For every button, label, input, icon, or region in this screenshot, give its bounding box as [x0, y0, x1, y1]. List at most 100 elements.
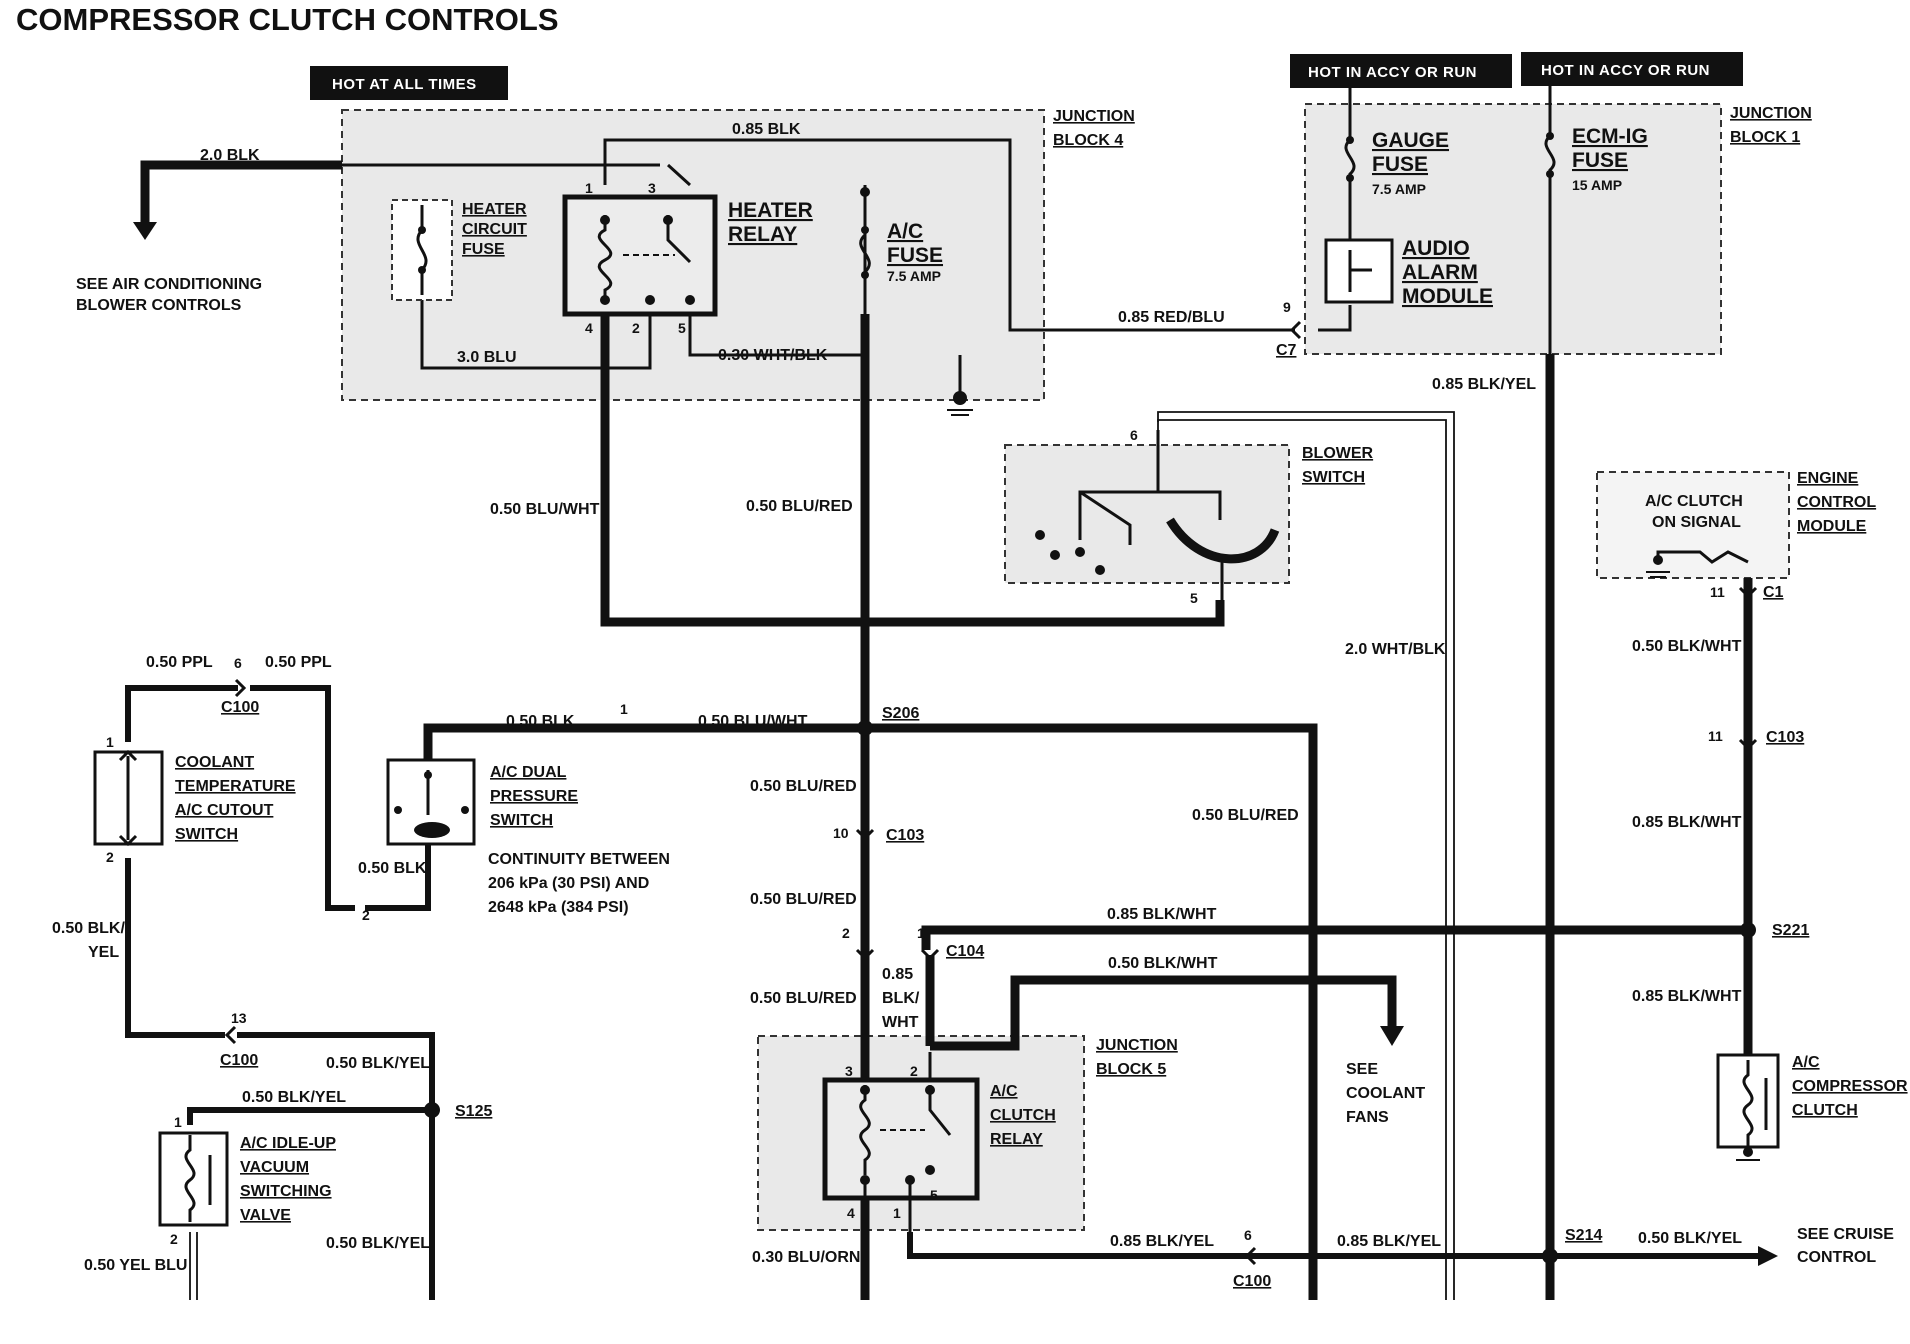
svg-text:1: 1	[174, 1114, 182, 1130]
svg-text:SWITCH: SWITCH	[490, 812, 553, 829]
see-cruise-note: SEE CRUISE CONTROL	[1797, 1226, 1894, 1266]
audio-alarm-module-label: AUDIO ALARM MODULE	[1402, 237, 1493, 308]
ac-fuse	[859, 187, 871, 279]
svg-text:C7: C7	[1276, 342, 1297, 359]
wire-label: 0.50 BLK/WHT	[1632, 638, 1742, 655]
svg-text:HOT IN ACCY OR RUN: HOT IN ACCY OR RUN	[1541, 62, 1710, 79]
see-coolant-fans-note: SEE COOLANT FANS	[1346, 1061, 1425, 1126]
splice-s221: S221	[1740, 922, 1809, 939]
svg-text:1: 1	[106, 734, 114, 750]
wire-label: 0.50 BLK/YEL	[242, 1089, 346, 1106]
wire-label: 0.50 BLU/WHT	[698, 713, 808, 730]
heater-circuit-fuse	[391, 199, 453, 301]
svg-text:SWITCH: SWITCH	[175, 826, 238, 843]
wire-label: 0.85 BLK	[732, 121, 801, 138]
wire-label: 0.85 BLK/WHT	[1632, 814, 1742, 831]
svg-text:206 kPa (30 PSI) AND: 206 kPa (30 PSI) AND	[488, 875, 649, 892]
svg-text:ECM-IG: ECM-IG	[1572, 125, 1648, 148]
wire-label: 0.50 BLU/RED	[750, 778, 857, 795]
svg-text:CONTROL: CONTROL	[1797, 494, 1876, 511]
svg-text:ENGINE: ENGINE	[1797, 470, 1859, 487]
ac-compressor-clutch	[1716, 1053, 1780, 1161]
svg-text:2: 2	[910, 1063, 918, 1079]
svg-text:2: 2	[170, 1231, 178, 1247]
wire-label: 0.85 BLK/YEL	[1110, 1233, 1214, 1250]
svg-text:1: 1	[893, 1205, 901, 1221]
svg-text:1: 1	[585, 180, 593, 196]
svg-text:HOT IN ACCY OR RUN: HOT IN ACCY OR RUN	[1308, 64, 1477, 81]
blower-switch-area	[1004, 444, 1290, 584]
svg-text:BLOWER CONTROLS: BLOWER CONTROLS	[76, 297, 242, 314]
wire-label: 0.85 BLK/YEL	[1337, 1233, 1441, 1250]
ac-dual-pressure-switch: 1 2	[362, 701, 628, 923]
svg-text:A/C IDLE-UP: A/C IDLE-UP	[240, 1135, 336, 1152]
wire-label: 0.85 RED/BLU	[1118, 309, 1225, 326]
ecm-ig-fuse-label: ECM-IG FUSE 15 AMP	[1572, 125, 1648, 193]
svg-text:JUNCTION: JUNCTION	[1730, 105, 1812, 122]
svg-text:C1: C1	[1763, 584, 1784, 601]
svg-text:AUDIO: AUDIO	[1402, 237, 1470, 260]
ecm-area	[1596, 471, 1790, 579]
svg-text:C100: C100	[221, 699, 259, 716]
svg-text:C100: C100	[220, 1052, 258, 1069]
svg-text:JUNCTION: JUNCTION	[1096, 1037, 1178, 1054]
svg-text:CLUTCH: CLUTCH	[990, 1107, 1056, 1124]
svg-text:CONTINUITY BETWEEN: CONTINUITY BETWEEN	[488, 851, 670, 868]
junction-block-1-label: JUNCTION BLOCK 1	[1730, 105, 1812, 146]
audio-alarm-module	[1324, 238, 1394, 304]
svg-text:CLUTCH: CLUTCH	[1792, 1102, 1858, 1119]
svg-text:FANS: FANS	[1346, 1109, 1389, 1126]
svg-text:C103: C103	[1766, 729, 1804, 746]
svg-text:WHT: WHT	[882, 1014, 919, 1031]
svg-text:BLK/: BLK/	[882, 990, 920, 1007]
svg-text:S206: S206	[882, 705, 919, 722]
svg-text:FUSE: FUSE	[887, 244, 943, 267]
connector-c103-right: 11 C103	[1708, 728, 1804, 751]
svg-text:2: 2	[362, 907, 370, 923]
svg-text:6: 6	[1244, 1227, 1252, 1243]
wire-label: 0.30 BLU/ORN	[752, 1249, 860, 1266]
connector-c1: 11 C1	[1710, 584, 1784, 601]
ac-dual-pressure-switch-label: A/C DUAL PRESSURE SWITCH	[490, 764, 578, 829]
svg-text:SEE CRUISE: SEE CRUISE	[1797, 1226, 1894, 1243]
svg-text:S214: S214	[1565, 1227, 1602, 1244]
svg-text:ALARM: ALARM	[1402, 261, 1478, 284]
svg-text:4: 4	[847, 1205, 855, 1221]
svg-text:MODULE: MODULE	[1797, 518, 1867, 535]
svg-text:COOLANT: COOLANT	[175, 754, 254, 771]
svg-text:A/C CLUTCH: A/C CLUTCH	[1645, 493, 1743, 510]
svg-text:2: 2	[632, 320, 640, 336]
svg-text:MODULE: MODULE	[1402, 285, 1493, 308]
ac-idle-up-valve-label: A/C IDLE-UP VACUUM SWITCHING VALVE	[240, 1135, 336, 1224]
blower-switch: 6 5	[1035, 427, 1280, 606]
svg-text:PRESSURE: PRESSURE	[490, 788, 578, 805]
heater-relay: 1 3 4 2 5	[562, 180, 718, 336]
wire-label: 0.85 BLK/WHT	[1632, 988, 1742, 1005]
svg-text:CONTROL: CONTROL	[1797, 1249, 1876, 1266]
svg-text:YEL: YEL	[88, 944, 119, 961]
hot-accy-run-label-2: HOT IN ACCY OR RUN	[1521, 52, 1743, 86]
wire-label: 0.50 PPL	[146, 654, 213, 671]
svg-text:13: 13	[231, 1010, 247, 1026]
svg-text:2648 kPa (384 PSI): 2648 kPa (384 PSI)	[488, 899, 629, 916]
svg-text:1: 1	[917, 925, 925, 941]
connector-c100-top: 6 C100	[221, 655, 259, 716]
svg-text:11: 11	[1708, 728, 1723, 744]
svg-text:S125: S125	[455, 1103, 492, 1120]
splice-s125: S125	[424, 1102, 492, 1120]
svg-text:S221: S221	[1772, 922, 1809, 939]
wire-label: 0.50 BLK	[358, 860, 427, 877]
svg-text:BLOWER: BLOWER	[1302, 445, 1374, 462]
wire-label: 2.0 WHT/BLK	[1345, 641, 1446, 658]
junction-block-5-label: JUNCTION BLOCK 5	[1096, 1037, 1178, 1078]
splice-s206: S206	[857, 705, 919, 736]
ac-clutch-relay: 3 2 5 4 1	[822, 1052, 980, 1232]
wire-label: 0.50 BLK/YEL	[326, 1055, 430, 1072]
svg-text:C104: C104	[946, 943, 984, 960]
wire-label: 0.50 PPL	[265, 654, 332, 671]
heater-circuit-fuse-label: HEATER CIRCUIT FUSE	[462, 201, 527, 258]
svg-text:COOLANT: COOLANT	[1346, 1085, 1425, 1102]
svg-text:RELAY: RELAY	[990, 1131, 1043, 1148]
svg-text:C103: C103	[886, 827, 924, 844]
